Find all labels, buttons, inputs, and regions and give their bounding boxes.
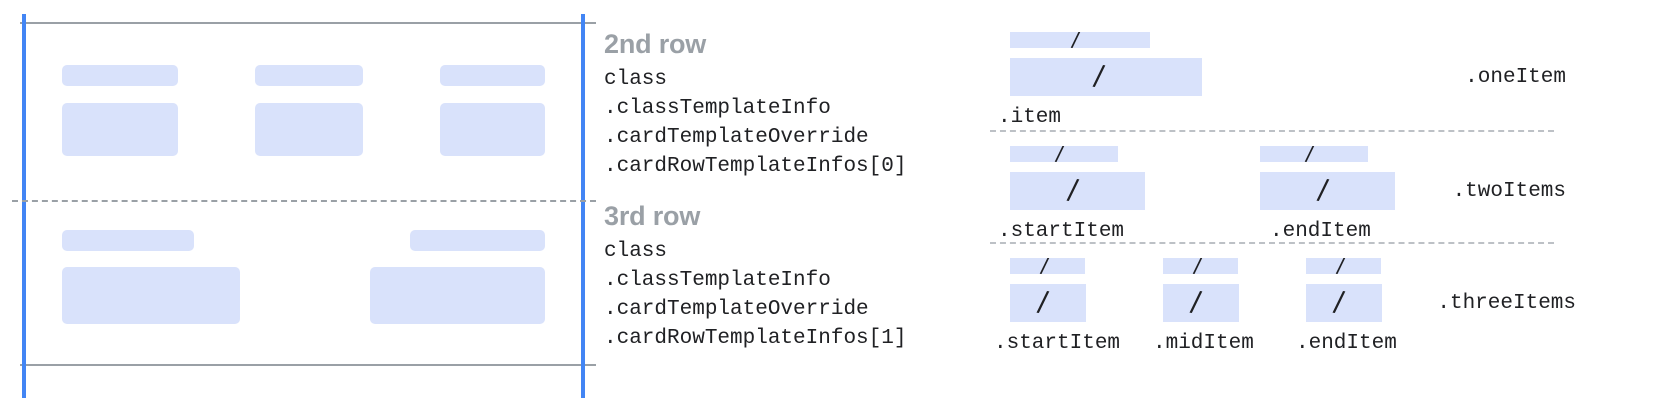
card-row-divider [12,200,596,202]
slash-icon: / [1065,172,1080,210]
slash-icon: / [1054,146,1066,162]
placeholder-slash-chip-large: / [1163,284,1239,322]
variant-two-items: / / .startItem / / .endItem .twoItems [988,134,1676,243]
slash-icon: / [1091,58,1106,96]
slash-icon: / [1035,284,1050,322]
row-code-line: class [604,240,668,263]
variant-name-label: .twoItems [1452,180,1566,203]
row-description-3rd-row: 3rd row class .classTemplateInfo .cardTe… [604,200,906,353]
row-code-line: .classTemplateInfo [604,269,831,292]
variant-item-label: .endItem [1296,332,1397,355]
placeholder-slash-chip-large: / [1260,172,1395,210]
placeholder-slash-chip-small: / [1163,258,1238,274]
row-heading: 2nd row [604,29,707,59]
variant-name-label: .oneItem [1465,66,1566,89]
row-code-line: .cardRowTemplateInfos[1] [604,327,907,350]
placeholder-slash-chip-large: / [1010,58,1202,96]
slash-icon: / [1188,284,1203,322]
variant-item-label: .startItem [998,220,1125,243]
card-end-edge-marker [581,14,585,398]
variant-name-label: .threeItems [1437,292,1576,315]
placeholder-slash-chip-small: / [1010,32,1150,48]
row-description-2nd-row: 2nd row class .classTemplateInfo .cardTe… [604,28,906,181]
placeholder-slash-chip-small: / [1306,258,1381,274]
variant-divider [990,242,1554,244]
slash-icon: / [1335,258,1347,274]
slash-icon: / [1304,146,1316,162]
variant-item-label: .startItem [994,332,1121,355]
placeholder-slash-chip-small: / [1010,258,1085,274]
placeholder-chip-large [62,103,178,156]
slash-icon: / [1192,258,1204,274]
variant-item-label: .midItem [1153,332,1254,355]
placeholder-slash-chip-large: / [1010,284,1086,322]
row-code-line: .classTemplateInfo [604,97,831,120]
row-code-line: .cardTemplateOverride [604,298,869,321]
placeholder-chip-small [255,65,363,86]
row-code-line: .cardRowTemplateInfos[0] [604,155,907,178]
row-heading: 3rd row [604,201,701,231]
row-item-variants: / / .item .oneItem / / .startItem [988,0,1676,412]
slash-icon: / [1315,172,1330,210]
slash-icon: / [1070,32,1082,48]
slash-icon: / [1039,258,1051,274]
card-row-layout-preview [0,0,596,412]
card-start-edge-marker [22,14,26,398]
variant-item-label: .endItem [1270,220,1371,243]
placeholder-chip-large [440,103,545,156]
row-code-line: class [604,68,668,91]
row-code-line: .cardTemplateOverride [604,126,869,149]
placeholder-slash-chip-small: / [1260,146,1368,162]
placeholder-chip-large [255,103,363,156]
variant-three-items: / / .startItem / / .midItem / [988,246,1676,366]
card-top-rule [20,22,596,24]
row-path-descriptions: 2nd row class .classTemplateInfo .cardTe… [604,0,964,412]
placeholder-chip-small [440,65,545,86]
variant-divider [990,130,1554,132]
placeholder-slash-chip-small: / [1010,146,1118,162]
placeholder-chip-small [62,65,178,86]
placeholder-chip-small [410,230,545,251]
placeholder-chip-large [370,267,545,324]
placeholder-chip-large [62,267,240,324]
variant-one-item: / / .item .oneItem [988,22,1676,130]
variant-item-label: .item [998,106,1062,129]
card-bottom-rule [20,364,596,366]
placeholder-slash-chip-large: / [1306,284,1382,322]
placeholder-chip-small [62,230,194,251]
placeholder-slash-chip-large: / [1010,172,1145,210]
